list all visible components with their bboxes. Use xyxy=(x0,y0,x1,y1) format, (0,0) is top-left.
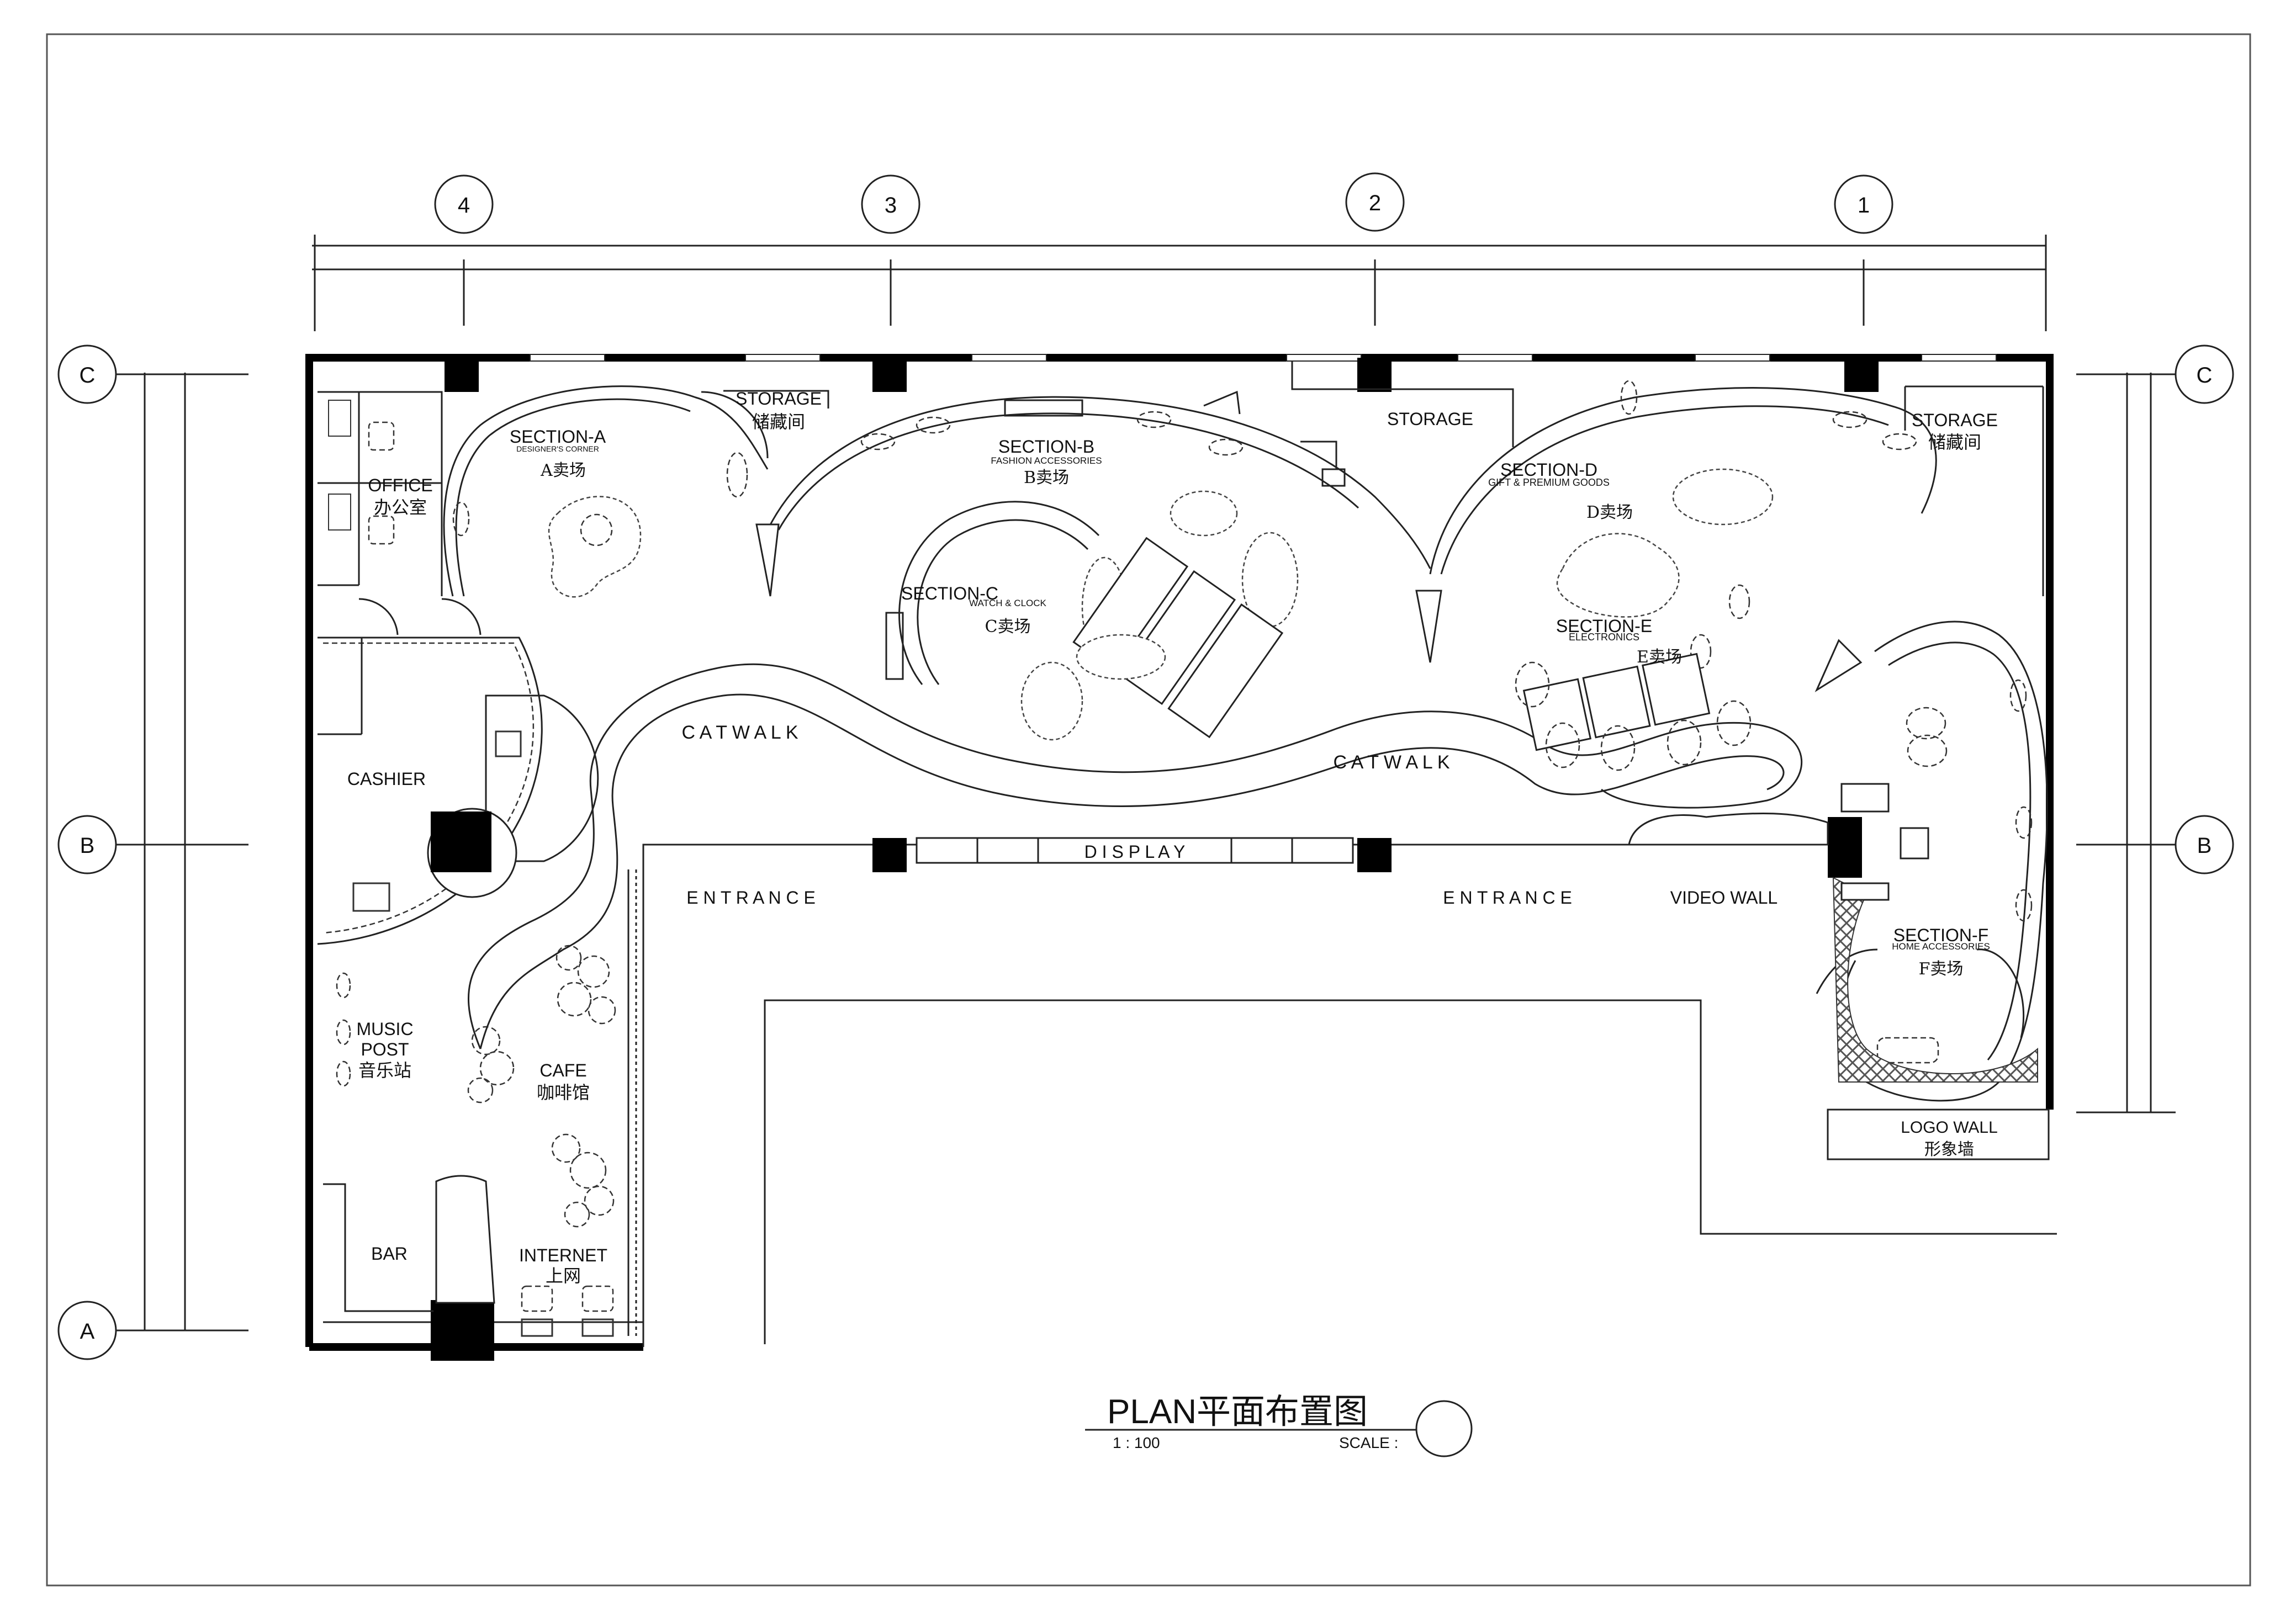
catwalk-label-1: C A T W A L K xyxy=(681,722,798,743)
grid-bubble-row-c-right: C xyxy=(2175,344,2234,404)
bar-label: BAR xyxy=(371,1244,408,1264)
drawing-title: PLAN平面布置图 xyxy=(1107,1393,1368,1431)
storage-label-2: STORAGE xyxy=(1387,409,1473,429)
grid-bubble-row-b-right: B xyxy=(2175,815,2234,874)
cashier-area: CASHIER xyxy=(317,637,599,945)
grid-label: B xyxy=(80,834,95,858)
storage-room-3: STORAGE 储藏间 xyxy=(1904,385,2044,596)
interior-lines xyxy=(323,844,2057,1347)
storage-label-3: STORAGE xyxy=(1912,410,1998,430)
section-c-subtitle: WATCH & CLOCK xyxy=(969,598,1046,608)
right-dimension-line xyxy=(2076,373,2176,1113)
grid-label: B xyxy=(2197,834,2212,858)
left-dimension-line xyxy=(116,373,248,1332)
grid-bubble-1: 1 xyxy=(1834,174,1893,234)
office-label-cn: 办公室 xyxy=(374,497,427,518)
cashier-label: CASHIER xyxy=(347,769,426,789)
catwalk-path: C A T W A L K C A T W A L K xyxy=(468,663,1803,1049)
section-b-subtitle: FASHION ACCESSORIES xyxy=(991,455,1102,466)
section-d-cn: D卖场 xyxy=(1586,503,1633,522)
grid-bubble-2: 2 xyxy=(1345,172,1405,232)
section-b-title: SECTION-B xyxy=(998,437,1094,457)
section-c-cn: C卖场 xyxy=(985,617,1031,637)
music-post-area: MUSIC POST 音乐站 xyxy=(336,972,414,1087)
section-a-cn: A卖场 xyxy=(540,461,586,480)
section-a: SECTION-A DESIGNER'S CORNER A卖场 xyxy=(443,385,769,598)
section-f: SECTION-F HOME ACCESSORIES F卖场 xyxy=(1814,620,2048,1102)
cafe-label: CAFE xyxy=(539,1060,586,1080)
logo-wall: LOGO WALL 形象墙 xyxy=(1827,1108,2050,1160)
storage-label-1: STORAGE xyxy=(736,389,822,409)
grid-label: 3 xyxy=(885,193,897,218)
grid-label: C xyxy=(2197,363,2213,388)
title-block: PLAN平面布置图 1 : 100 SCALE : xyxy=(1085,1393,1473,1457)
bar-area: BAR xyxy=(323,1175,495,1312)
storage-label-1-cn: 储藏间 xyxy=(752,411,805,432)
section-e-subtitle: ELECTRONICS xyxy=(1569,632,1639,643)
grid-label: A xyxy=(80,1319,95,1344)
storage-room-1: STORAGE 储藏间 xyxy=(701,389,829,459)
section-f-title: SECTION-F xyxy=(1893,925,1988,945)
section-a-title: SECTION-A xyxy=(510,427,606,447)
video-wall-label: VIDEO WALL xyxy=(1670,888,1777,908)
sheet-border xyxy=(46,33,2251,1587)
video-wall: VIDEO WALL xyxy=(1628,812,1829,908)
grid-bubble-row-a-left: A xyxy=(57,1301,117,1360)
grid-label: C xyxy=(80,363,96,388)
entrance-label-2: E N T R A N C E xyxy=(1443,888,1572,908)
drawing-scale-value: 1 : 100 xyxy=(1113,1434,1160,1451)
grid-bubble-3: 3 xyxy=(861,174,920,234)
office-label: OFFICE xyxy=(368,475,432,495)
section-a-subtitle: DESIGNER'S CORNER xyxy=(516,444,599,453)
grid-bubble-row-c-left: C xyxy=(57,344,117,404)
display-label: D I S P L A Y xyxy=(1084,842,1186,862)
music-post-label-cn: 音乐站 xyxy=(358,1060,411,1081)
grid-bubble-row-b-left: B xyxy=(57,815,117,874)
cafe-area: CAFE 咖啡馆 xyxy=(467,945,616,1228)
internet-label: INTERNET xyxy=(519,1245,607,1265)
entrance-label-1: E N T R A N C E xyxy=(686,888,816,908)
cafe-label-cn: 咖啡馆 xyxy=(537,1082,590,1103)
section-c-title: SECTION-C xyxy=(901,584,998,603)
section-c: SECTION-C WATCH & CLOCK C卖场 xyxy=(885,501,1284,741)
office-room: OFFICE 办公室 xyxy=(318,391,482,635)
section-d: SECTION-D GIFT & PREMIUM GOODS D卖场 xyxy=(1415,380,1937,669)
section-d-subtitle: GIFT & PREMIUM GOODS xyxy=(1488,477,1610,488)
top-dimension-line xyxy=(312,235,2047,331)
grid-bubble-4: 4 xyxy=(434,174,494,234)
display-window: D I S P L A Y xyxy=(916,837,1354,864)
structural-columns xyxy=(431,358,1879,1361)
scale-bubble xyxy=(1415,1400,1473,1457)
grid-label: 2 xyxy=(1369,191,1381,215)
grid-label: 4 xyxy=(458,193,470,218)
grid-label: 1 xyxy=(1858,193,1870,218)
section-e: SECTION-E ELECTRONICS E卖场 xyxy=(1515,616,1752,771)
catwalk-label-2: C A T W A L K xyxy=(1333,752,1449,773)
storage-label-3-cn: 储藏间 xyxy=(1928,432,1981,453)
drawing-scale-label: SCALE : xyxy=(1339,1434,1398,1451)
section-f-subtitle: HOME ACCESSORIES xyxy=(1892,941,1990,952)
section-e-title: SECTION-E xyxy=(1556,616,1652,636)
section-b-cn: B卖场 xyxy=(1024,468,1069,487)
section-e-cn: E卖场 xyxy=(1637,648,1682,667)
section-f-cn: F卖场 xyxy=(1919,959,1964,979)
storage-room-2: STORAGE xyxy=(1291,362,1514,469)
logo-wall-label: LOGO WALL xyxy=(1901,1118,1998,1137)
logo-wall-label-cn: 形象墙 xyxy=(1924,1140,1974,1159)
internet-label-cn: 上网 xyxy=(546,1265,581,1286)
music-post-label-2: POST xyxy=(361,1039,409,1059)
section-d-title: SECTION-D xyxy=(1500,460,1597,480)
internet-area: INTERNET 上网 xyxy=(519,1245,614,1337)
music-post-label: MUSIC xyxy=(356,1019,413,1039)
